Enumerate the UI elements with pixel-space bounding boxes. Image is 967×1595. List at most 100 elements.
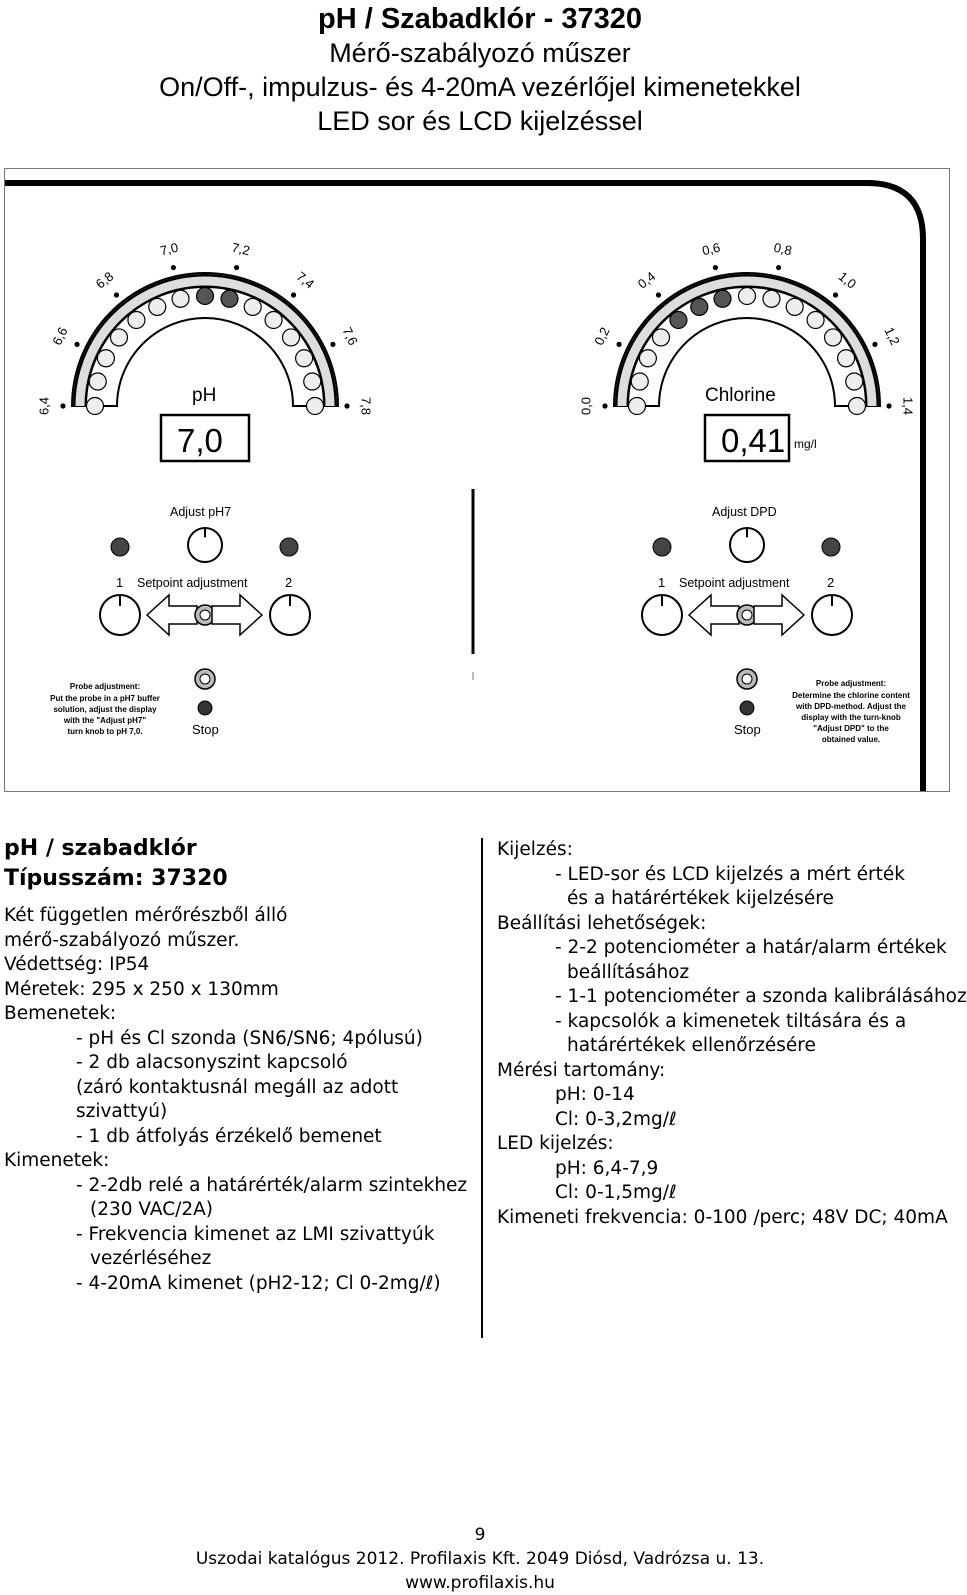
ph-label: pH <box>192 385 216 406</box>
probe-note-line: Put the probe in a pH7 buffer <box>50 694 160 703</box>
scale-dot <box>60 403 66 409</box>
page-number: 9 <box>474 1525 486 1545</box>
probe-note-line: turn knob to pH 7,0. <box>67 727 142 736</box>
setpoint-number-2: 2 <box>285 575 292 590</box>
right-line: Kimeneti frekvencia: 0-100 /perc; 48V DC… <box>497 1206 948 1228</box>
stop-led <box>739 700 755 716</box>
stop-switch-center <box>741 673 753 685</box>
stop-label: Stop <box>192 722 219 737</box>
led-indicator <box>243 297 262 316</box>
led-indicator <box>785 297 804 316</box>
right-line: Kijelzés: <box>497 839 573 860</box>
led-indicator <box>305 396 325 416</box>
lcd-display <box>703 413 791 463</box>
led-indicator <box>737 286 757 306</box>
setpoint-led-2 <box>279 537 299 557</box>
scale-dot <box>170 264 177 271</box>
probe-note-line: "Adjust DPD" to the <box>813 724 889 733</box>
probe-note-line: display with the turn-knob <box>801 713 901 722</box>
scale-label: 1,4 <box>901 397 916 415</box>
setpoint-number-1: 1 <box>658 575 665 590</box>
scale-label: 7,8 <box>359 397 374 415</box>
stop-switch-center <box>199 673 211 685</box>
left-line: (záró kontaktusnál megáll az adott <box>76 1076 399 1098</box>
led-indicator <box>630 372 649 391</box>
left-line: Védettség: IP54 <box>4 954 150 975</box>
setpoint-led-1 <box>110 537 130 557</box>
left-line: Két független mérőrészből álló <box>4 905 288 926</box>
right-arrow-icon <box>211 593 264 637</box>
led-indicator <box>690 297 709 316</box>
scale-label: 7,0 <box>159 240 180 259</box>
left-line: - 2-2db relé a határérték/alarm szintekh… <box>76 1174 468 1196</box>
setpoint-label: Setpoint adjustment <box>137 576 248 590</box>
right-line: beállításához <box>567 961 690 983</box>
scale-label: 0,0 <box>578 397 593 415</box>
scale-label: 1,0 <box>836 269 859 292</box>
left-line: - 4-20mA kimenet (pH2-12; Cl 0-2mg/ℓ) <box>76 1272 441 1294</box>
led-indicator <box>638 349 657 368</box>
led-indicator <box>148 297 167 316</box>
right-line: pH: 0-14 <box>555 1084 635 1105</box>
led-indicator <box>669 310 688 330</box>
scale-label: 0,4 <box>635 269 658 292</box>
right-line: pH: 6,4-7,9 <box>555 1157 659 1179</box>
setpoint-switch-center <box>741 609 753 621</box>
led-indicator <box>762 289 781 308</box>
lcd-unit: mg/l <box>794 437 817 451</box>
led-indicator <box>85 396 105 416</box>
led-indicator <box>295 349 314 368</box>
led-indicator <box>837 349 856 368</box>
right-line: - kapcsolók a kimenetek tiltására és a <box>555 1010 907 1032</box>
led-indicator <box>88 372 107 391</box>
stop-label: Stop <box>734 722 761 737</box>
scale-dot <box>872 341 878 347</box>
scale-dot <box>832 292 839 298</box>
scale-dot <box>233 264 240 271</box>
scale-label: 6,6 <box>49 325 70 348</box>
scale-label: 7,4 <box>294 269 317 292</box>
probe-note-line: obtained value. <box>822 735 880 744</box>
scale-dot <box>74 341 80 347</box>
right-line: LED kijelzés: <box>497 1133 614 1154</box>
scale-label: 7,2 <box>230 240 251 259</box>
led-arc-band-inner <box>75 276 335 407</box>
scale-label: 0,2 <box>591 325 612 348</box>
led-indicator <box>281 328 301 347</box>
probe-note-line: with the "Adjust pH7" <box>63 716 146 725</box>
left-arrow-icon <box>687 593 740 637</box>
setpoint-led-1 <box>652 537 672 557</box>
scale-dot <box>655 292 662 298</box>
adjust-knob-label: Adjust pH7 <box>170 505 231 519</box>
led-indicator <box>847 396 867 416</box>
title-block: pH / Szabadklór - 37320 Mérő-szabályozó … <box>0 0 960 138</box>
setpoint-led-2 <box>821 537 841 557</box>
setpoint-number-2: 2 <box>827 575 834 590</box>
led-indicator <box>303 372 322 391</box>
setpoint-label: Setpoint adjustment <box>679 576 790 590</box>
right-line: határértékek ellenőrzésére <box>567 1035 816 1056</box>
scale-label: 6,8 <box>93 269 116 292</box>
subtitle-line-3: LED sor és LCD kijelzéssel <box>317 106 643 136</box>
left-column: pH / szabadklór Típusszám: 37320 Két füg… <box>4 834 474 1296</box>
left-line: Méretek: 295 x 250 x 130mm <box>4 978 279 1000</box>
subtitle-line-2: On/Off-, impulzus- és 4-20mA vezérlőjel … <box>159 72 801 102</box>
led-indicator <box>823 328 843 347</box>
left-line: - 2 db alacsonyszint kapcsoló <box>76 1052 348 1073</box>
led-indicator <box>264 310 283 330</box>
scale-label: 0,8 <box>772 240 793 259</box>
right-column: Kijelzés:- LED-sor és LCD kijelzés a mér… <box>497 838 967 1230</box>
scale-dot <box>775 264 782 271</box>
probe-note-title: Probe adjustment: <box>816 679 886 688</box>
led-indicator <box>220 289 239 308</box>
scale-dot <box>616 341 622 347</box>
page-title: pH / Szabadklór - 37320 <box>318 3 642 35</box>
left-line: - 1 db átfolyás érzékelő bemenet <box>76 1125 382 1147</box>
probe-note-line: solution, adjust the display <box>53 705 157 714</box>
scale-label: 0,6 <box>701 240 722 259</box>
led-indicator <box>195 286 215 306</box>
right-line: Cl: 0-1,5mg/ℓ <box>555 1182 677 1203</box>
